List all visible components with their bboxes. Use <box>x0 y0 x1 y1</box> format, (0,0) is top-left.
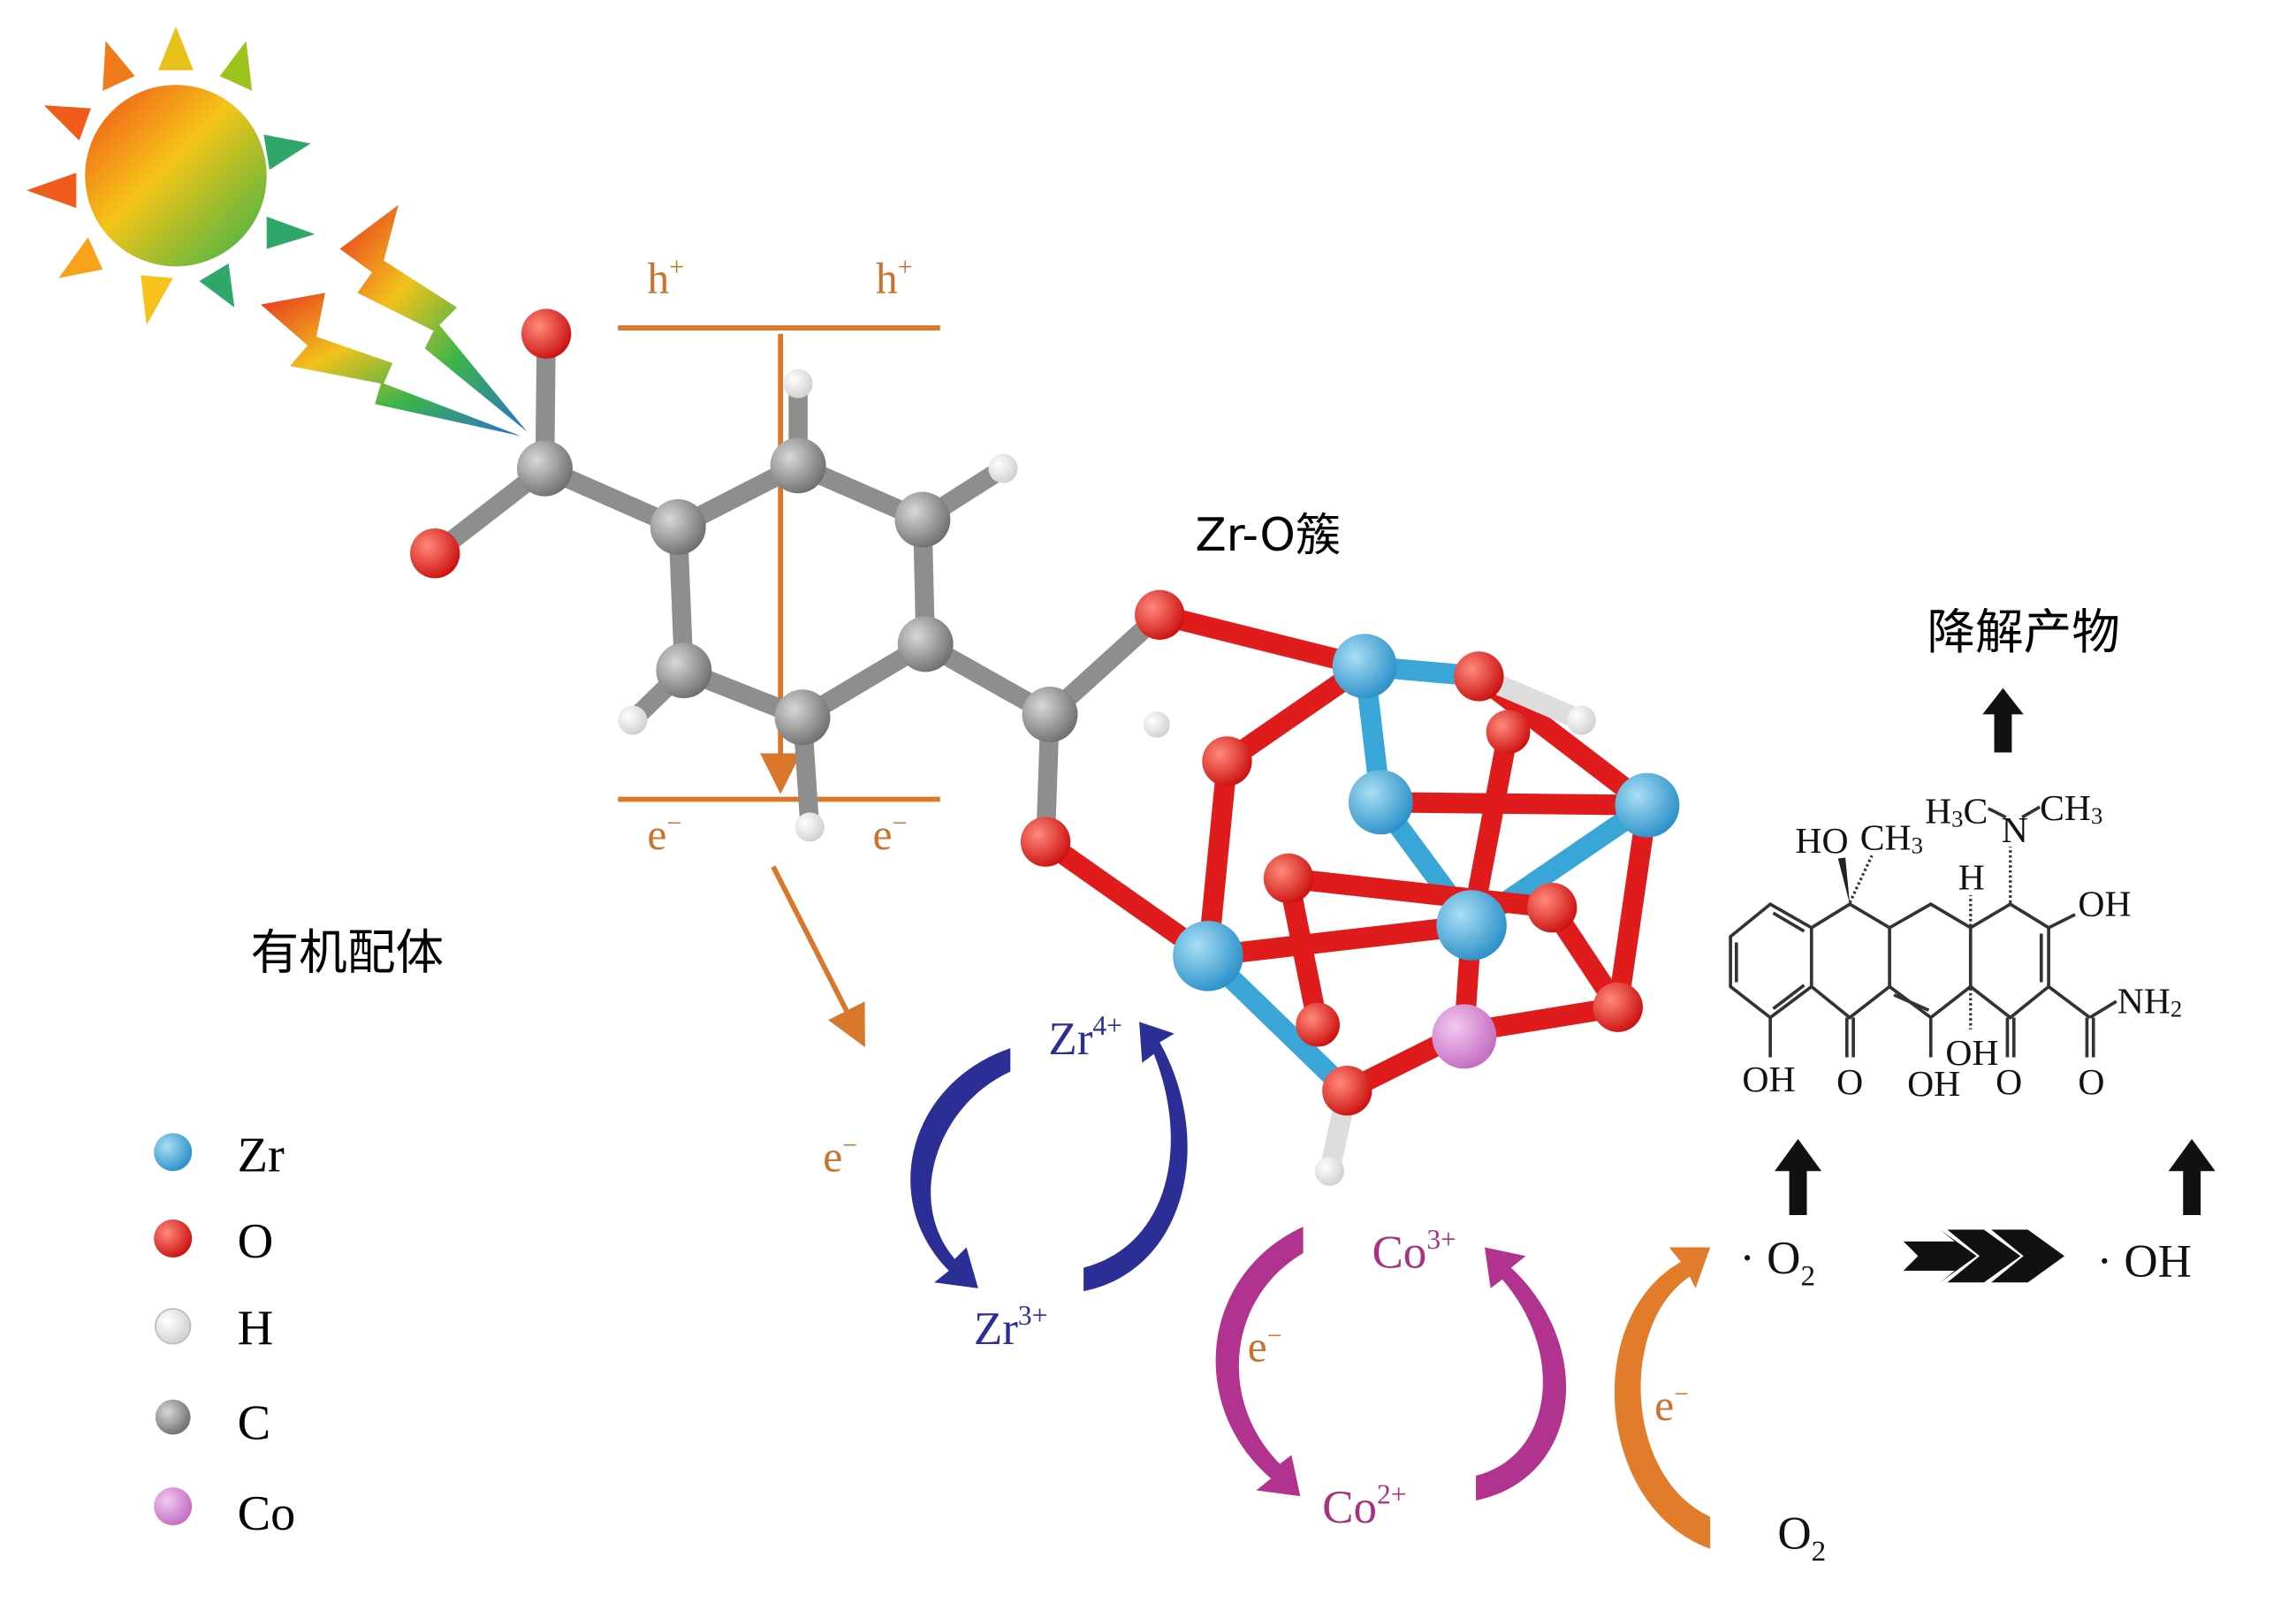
legend: Zr O H C Co <box>154 1128 295 1541</box>
hole-label: h+ <box>647 252 684 302</box>
light-bolt-icon <box>261 204 528 437</box>
hydroxyl-label: · OH <box>2096 1236 2191 1288</box>
up-arrow-icon <box>1775 688 2216 1215</box>
band-diagram <box>618 325 940 1048</box>
svg-text:H3C: H3C <box>1925 792 1988 832</box>
oxygen-reduction-arrow-icon <box>1614 1247 1711 1549</box>
zr-o-cluster-model <box>1020 589 1680 1186</box>
svg-text:O: O <box>2078 1062 2104 1103</box>
svg-text:C: C <box>238 1395 271 1450</box>
svg-text:O: O <box>1836 1062 1863 1103</box>
electron-label: e− <box>873 809 908 859</box>
svg-text:HO: HO <box>1795 821 1848 862</box>
oxygen-label: O2 <box>1777 1508 1826 1568</box>
zr4-label: Zr4+ <box>1048 1010 1122 1065</box>
svg-text:OH: OH <box>1907 1064 1960 1105</box>
co2-label: Co2+ <box>1322 1478 1406 1533</box>
cycle-arrow-icon <box>910 1048 1011 1288</box>
co-redox-cycle: Co3+ Co2+ <box>1215 1224 1567 1533</box>
electron-label: e− <box>1654 1379 1689 1430</box>
cycle-arrow-icon <box>1083 1022 1188 1292</box>
charge-labels: h+ h+ e− e− e− e− e− <box>647 252 1689 1429</box>
superoxide-label: · O2 <box>1739 1233 1815 1292</box>
svg-text:CH3: CH3 <box>1860 818 1923 859</box>
co3-label: Co3+ <box>1372 1224 1456 1279</box>
legend-item-o: O <box>154 1214 273 1269</box>
products-label: 降解产物 <box>1927 604 2120 660</box>
svg-text:O: O <box>1996 1062 2022 1103</box>
svg-text:Co: Co <box>238 1486 296 1541</box>
svg-text:CH3: CH3 <box>2040 788 2102 829</box>
cycle-arrow-icon <box>1476 1247 1567 1501</box>
svg-text:H: H <box>1958 858 1985 899</box>
multi-step-arrow-icon <box>1947 1229 2021 1283</box>
multi-step-arrow-icon <box>1991 1229 2065 1283</box>
sun-icon <box>27 26 316 325</box>
svg-text:H: H <box>238 1301 274 1356</box>
legend-item-c: C <box>155 1395 271 1450</box>
zr-redox-cycle: Zr4+ Zr3+ <box>910 1010 1188 1355</box>
electron-label: e− <box>823 1130 857 1181</box>
cycle-arrow-icon <box>1215 1227 1304 1497</box>
legend-item-zr: Zr <box>154 1128 285 1182</box>
svg-text:O: O <box>238 1214 274 1269</box>
organic-ligand-model <box>410 308 1170 852</box>
svg-text:OH: OH <box>1945 1033 1998 1074</box>
svg-text:Zr: Zr <box>238 1128 285 1182</box>
svg-text:OH: OH <box>2078 885 2131 925</box>
legend-item-co: Co <box>154 1486 295 1541</box>
zr3-label: Zr3+ <box>974 1300 1048 1355</box>
electron-label: e− <box>647 809 681 859</box>
tetracycline-structure: HO CH3 H3C N CH3 H OH NH2 OH O OH OH O O <box>1729 788 2183 1105</box>
cluster-label: Zr-O簇 <box>1195 509 1341 562</box>
multi-step-arrow-icon <box>1903 1229 1977 1283</box>
electron-label: e− <box>1248 1321 1282 1371</box>
hole-label: h+ <box>876 252 913 302</box>
svg-text:NH2: NH2 <box>2117 981 2183 1022</box>
svg-text:N: N <box>2002 810 2028 851</box>
svg-text:OH: OH <box>1742 1060 1795 1100</box>
ligand-label: 有机配体 <box>251 924 445 981</box>
legend-item-h: H <box>154 1301 274 1356</box>
